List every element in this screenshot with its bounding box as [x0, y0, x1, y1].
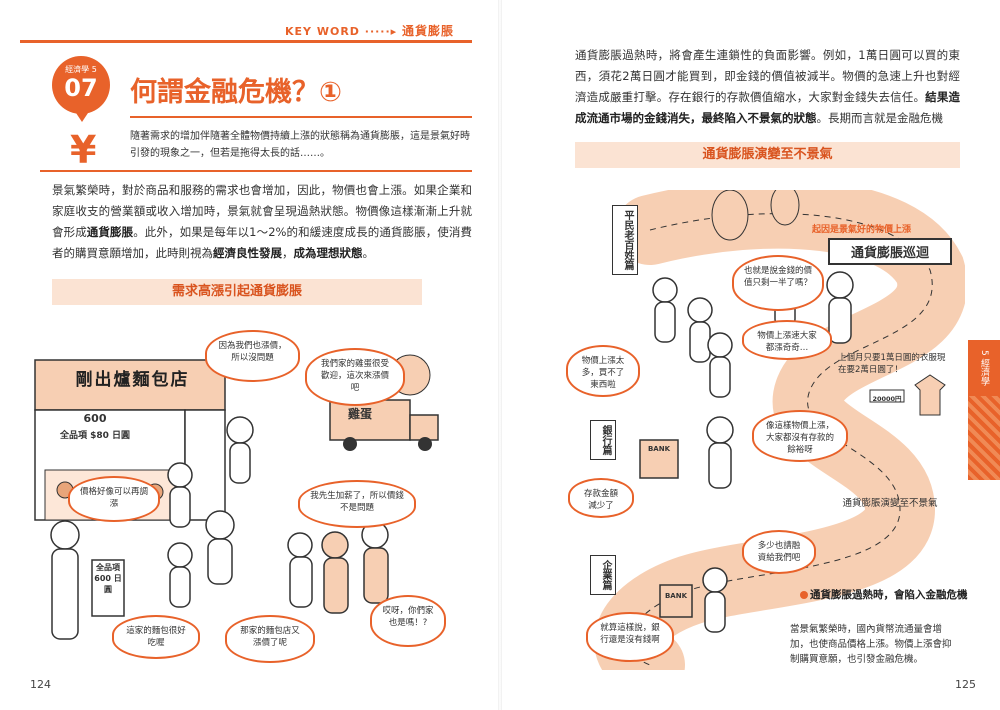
body-paragraph-left: 景氣繁榮時，對於商品和服務的需求也會增加，因此，物價也會上漲。如果企業和家庭收支… [52, 180, 472, 264]
baker-price-sign: 全品項 600 日圓 [94, 563, 122, 594]
page-gutter [498, 0, 502, 710]
tree-icon [711, 190, 749, 241]
chapter-side-tab-label: 5 經濟學 [968, 340, 1000, 396]
price-tag-text: 20000円 [872, 395, 902, 403]
price-tag-icon [869, 389, 905, 403]
keyword-arrow: ·····▸ [364, 25, 398, 38]
body-text: 景氣繁榮時，對於商品和服務的需求也會增加，因此，物價也會上漲。如果企業和家庭收支… [52, 183, 472, 239]
header-rule [20, 40, 472, 43]
speech-bubble: 價格好像可以再調漲 [68, 476, 160, 522]
wheel-icon [418, 437, 432, 451]
speech-bubble: 我先生加薪了，所以價錢不是問題 [298, 480, 416, 528]
badge-pointer [74, 110, 90, 122]
price-note: 上個月只要1萬日圓的衣服現在要2萬日圓了！ [838, 353, 946, 375]
speech-bubble: 我們家的雞蛋很受歡迎，這次來漲價吧 [305, 348, 405, 406]
yen-icon: ¥ [70, 128, 97, 172]
truck-label: 雞蛋 [347, 407, 372, 421]
body-text: ， [282, 246, 294, 260]
chapter-side-tab: 5 經濟學 [968, 340, 1000, 480]
chapter-badge-label: 經濟學 5 [65, 65, 97, 74]
speech-bubble: 多少也請融資給我們吧 [742, 530, 816, 574]
lead-paragraph: 隨著需求的增加伴隨著全體物價持續上漲的狀態稱為通貨膨脹，這是景氣好時引發的現象之… [130, 131, 470, 159]
speech-bubble: 那家的麵包店又漲價了呢 [225, 615, 315, 663]
tour-banner: 通貨膨脹巡迴 [828, 238, 952, 265]
wheel-icon [343, 437, 357, 451]
shop-sign-board [34, 359, 226, 411]
chapter-badge: 經濟學 5 07 [52, 56, 110, 114]
price-new: 全品項 $80 日圓 [59, 431, 131, 441]
speech-bubble: 就算這樣說，銀行還是沒有錢啊 [586, 612, 674, 662]
keyword-topic: 通貨膨脹 [402, 24, 455, 38]
body-bold: 經濟良性發展 [213, 246, 282, 260]
keyword-header: KEY WORD ·····▸ 通貨膨脹 [285, 22, 454, 39]
body-text: 。 [362, 246, 375, 260]
speech-bubble: 像這樣物價上漲，大家都沒有存款的餘裕呀 [752, 410, 848, 462]
subhead-left: 需求高漲引起通貨膨脹 [52, 279, 422, 305]
tree-icon [770, 190, 800, 226]
flag-citizens: 平民老百姓篇 [612, 205, 638, 275]
baker-price-board [91, 559, 125, 617]
note-bullet-icon [800, 591, 808, 599]
lead-rule [40, 170, 472, 172]
flag-company: 企業篇 [590, 555, 616, 595]
page-number-right: 125 [955, 678, 976, 691]
speech-bubble: 哎呀，你們家也是嗎！? [370, 595, 446, 647]
shop-sign-text: 剛出爐麵包店 [75, 370, 190, 390]
speech-bubble: 物價上漲太多，買不了東西啦 [566, 345, 640, 397]
body-bold: 通貨膨脹 [86, 225, 134, 239]
speech-bubble: 也就是說金錢的價值只剩一半了嗎？ [732, 255, 824, 311]
flag-bank: 銀行篇 [590, 420, 616, 460]
page-title: 何謂金融危機？① [130, 77, 342, 108]
body-bold: 結果造成流通市場的金錢消失，最終陷入不景氣的狀態 [575, 90, 960, 125]
note-title: 通貨膨脹過熱時，會陷入金融危機 [810, 589, 968, 601]
price-old: 600 [83, 412, 107, 425]
subhead-right: 通貨膨脹演變至不景氣 [575, 142, 960, 168]
truck-cab [409, 414, 439, 441]
note-body: 當景氣繁榮時，國內貨幣流通量會增加，也使商品價格上漲。物價上漲會抑制購買意願，也… [790, 624, 952, 665]
title-rule [130, 116, 472, 118]
speech-bubble: 這家的麵包很好吃喔 [112, 615, 200, 659]
shop-door [184, 409, 226, 521]
clothes-icon [914, 374, 946, 416]
body-text: 。此外，如果是每年以1～2%的和緩速度成長的通貨膨脹，使消費者的購買意願增加，此… [52, 225, 473, 260]
body-paragraph-right: 通貨膨脹過熱時，將會產生連鎖性的負面影響。例如，1萬日圓可以買的東西，須花2萬日… [575, 45, 960, 129]
bank-label: BANK [647, 445, 671, 453]
keyword-label: KEY WORD [285, 25, 360, 38]
speech-bubble: 因為我們也漲價，所以沒問題 [205, 330, 300, 382]
bank-label: BANK [664, 592, 688, 600]
bank-building-icon [639, 439, 679, 479]
speech-bubble: 物價上漲速大家都漲奇奇… [742, 320, 832, 360]
chapter-badge-number: 07 [64, 74, 98, 102]
path-label: 通貨膨脹演變至不景氣 [842, 498, 938, 509]
body-text: 通貨膨脹過熱時，將會產生連鎖性的負面影響。例如，1萬日圓可以買的東西，須花2萬日… [575, 48, 960, 104]
customer-figures [50, 416, 389, 640]
bank-building-icon [659, 584, 693, 618]
speech-bubble: 存款金額減少了 [568, 478, 634, 518]
body-bold: 成為理想狀態 [293, 246, 363, 260]
body-text: 。長期而言就是金融危機 [816, 111, 944, 125]
page-number-left: 124 [30, 678, 51, 691]
tour-caption: 起因是景氣好的物價上漲 [812, 225, 912, 235]
